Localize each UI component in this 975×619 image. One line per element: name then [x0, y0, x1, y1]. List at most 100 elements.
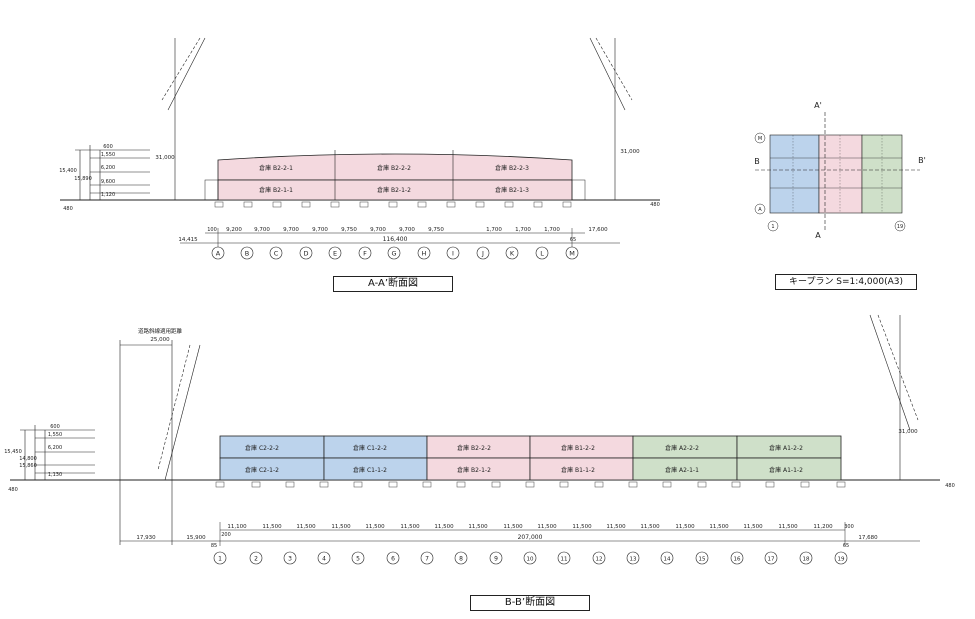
note: 道路斜線適用距離: [138, 327, 183, 335]
left-dim: 100: [207, 227, 217, 233]
key-label: A: [815, 231, 821, 240]
key-label: A: [758, 207, 762, 213]
roof-aa: [217, 153, 573, 181]
dimensions-aa: [180, 228, 620, 248]
building-bb: [219, 435, 842, 481]
elev-label: 15,450: [4, 449, 22, 455]
grid-label: 1: [218, 556, 222, 563]
dimensions-bb: [120, 522, 920, 546]
span-dim: 11,500: [675, 524, 695, 530]
left-dim: 14,415: [178, 237, 198, 243]
grid-label: 8: [459, 556, 463, 563]
bay-label: 倉庫 B2-2-2: [457, 444, 491, 452]
bay-label: 倉庫 B1-1-2: [561, 466, 595, 474]
bay-label: 倉庫 A1-1-2: [769, 466, 803, 474]
elev-label: 600: [103, 144, 113, 150]
bay-label: 倉庫 C2-2-2: [245, 444, 279, 452]
grid-label: E: [333, 250, 337, 258]
bay-label: 倉庫 B2-2-3: [495, 164, 529, 172]
key-label: M: [758, 136, 762, 142]
grid-label: 13: [630, 557, 637, 563]
right-dim: 300: [844, 524, 854, 530]
span-dim: 11,500: [743, 524, 763, 530]
bay-label: 倉庫 B2-2-2: [377, 164, 411, 172]
grid-label: I: [452, 250, 454, 258]
grid-label: D: [303, 250, 308, 258]
footings-bb: [215, 481, 846, 488]
grid-label: 4: [322, 556, 326, 563]
span-dim: 11,500: [537, 524, 557, 530]
bay-label: 倉庫 B2-1-2: [377, 186, 411, 194]
grid-label: 17: [768, 557, 775, 563]
bay-label: 倉庫 C1-1-2: [353, 466, 387, 474]
key-plan: [754, 112, 920, 232]
elev-label: 15,860: [19, 463, 37, 469]
grid-label: B: [245, 250, 249, 258]
span-dim: 1,700: [544, 227, 560, 233]
grid-label: J: [481, 250, 484, 258]
right-dim: 65: [843, 543, 849, 549]
section-bb: [10, 314, 940, 545]
grid-label: 2: [254, 556, 258, 563]
span-dim: 11,500: [434, 524, 454, 530]
note: 25,000: [150, 337, 170, 343]
grid-label: 5: [356, 556, 360, 563]
span-dim: 11,500: [468, 524, 488, 530]
key-label: A': [814, 101, 822, 110]
key-label: B: [754, 157, 760, 166]
height-dim: 31,000: [898, 429, 918, 435]
left-dim: 17,930: [136, 535, 156, 541]
grid-label: M: [569, 250, 575, 258]
total-dim: 116,400: [383, 236, 408, 243]
grid-label: 18: [803, 557, 810, 563]
bay-label: 倉庫 C1-2-2: [353, 444, 387, 452]
span-dim: 9,700: [399, 227, 415, 233]
grid-label: 11: [561, 557, 568, 563]
span-dim: 11,500: [296, 524, 316, 530]
bay-label: 倉庫 A2-2-2: [665, 444, 699, 452]
caption-aa: A-A’断面図: [333, 276, 453, 292]
key-label: 19: [897, 224, 903, 230]
right-dim: 17,680: [858, 535, 878, 541]
span-dim: 11,500: [503, 524, 523, 530]
grid-label: 19: [838, 557, 845, 563]
grid-label: 12: [596, 557, 603, 563]
elev-label: 480: [63, 206, 73, 212]
grid-label: C: [274, 250, 279, 258]
building-aa: [204, 150, 586, 208]
grid-label: H: [422, 250, 427, 258]
span-dim: 9,700: [254, 227, 270, 233]
span-dim: 9,700: [283, 227, 299, 233]
span-dim: 9,750: [341, 227, 357, 233]
elev-label: 9,600: [101, 179, 115, 185]
span-dim: 11,500: [606, 524, 626, 530]
grid-label: 10: [527, 557, 534, 563]
elev-label: 6,200: [48, 445, 62, 451]
elev-label: 1,550: [48, 432, 62, 438]
elev-label: 480: [650, 202, 660, 208]
grid-label: 3: [288, 556, 292, 563]
grid-bubbles-aa: [211, 246, 579, 260]
bay-label: 倉庫 A1-2-2: [769, 444, 803, 452]
right-dim: 65: [570, 237, 576, 243]
elev-label: 15,400: [59, 168, 77, 174]
elev-label: 480: [945, 483, 955, 489]
bay-label: 倉庫 A2-1-1: [665, 466, 699, 474]
elev-label: 600: [50, 424, 60, 430]
grid-bubbles-bb: [213, 551, 848, 565]
span-dim: 11,500: [709, 524, 729, 530]
span-dim: 9,750: [428, 227, 444, 233]
span-dim: 11,500: [778, 524, 798, 530]
total-dim: 207,000: [518, 534, 543, 541]
span-dim: 11,500: [572, 524, 592, 530]
left-dim: 200: [221, 532, 231, 538]
grid-label: L: [540, 250, 544, 258]
span-dim: 11,500: [640, 524, 660, 530]
bay-label: 倉庫 B2-1-3: [495, 186, 529, 194]
elev-label: 1,550: [101, 152, 115, 158]
grid-labels-bb: 1 2 3 4 5 6 7 8 9 10 11 12 13 14 15 16 1…: [218, 556, 845, 563]
elev-label: 480: [8, 487, 18, 493]
height-dim: 31,000: [155, 155, 175, 161]
key-label: B': [918, 156, 926, 165]
